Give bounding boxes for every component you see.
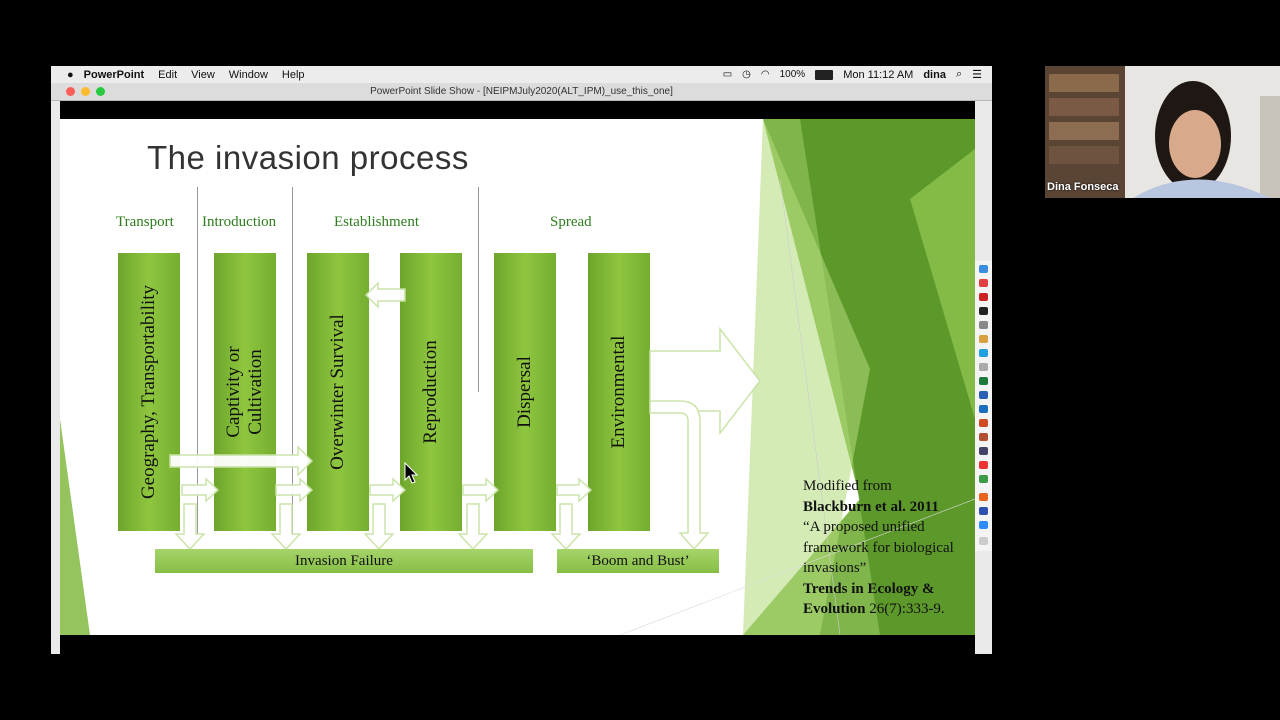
citation-journal: Trends in Ecology & Evolution 26(7):333-… — [803, 580, 945, 618]
stage-divider — [197, 187, 198, 537]
app-icon[interactable] — [979, 433, 988, 441]
slide-background-decoration — [60, 119, 975, 635]
window-title: PowerPoint Slide Show - [NEIPMJuly2020(A… — [370, 86, 673, 97]
slide-show-area: The invasion process Transport Introduct… — [51, 101, 992, 654]
invasion-failure-bar: Invasion Failure — [155, 549, 533, 573]
spotlight-search-icon[interactable]: ⌕ — [955, 68, 963, 80]
bar-overwinter: Overwinter Survival — [307, 253, 369, 531]
notification-center-icon[interactable]: ☰ — [972, 69, 982, 81]
stage-divider — [292, 187, 293, 537]
chrome-icon[interactable] — [979, 475, 988, 483]
bar-geography: Geography, Transportability — [118, 253, 180, 531]
zoom-window-button[interactable] — [96, 87, 105, 96]
stage-transport: Transport — [116, 214, 174, 230]
trash-icon[interactable] — [979, 537, 988, 545]
battery-percent[interactable]: 100% — [779, 69, 806, 80]
menu-edit[interactable]: Edit — [158, 68, 178, 81]
menu-view[interactable]: View — [191, 68, 215, 81]
powerpoint-window: ● PowerPoint Edit View Window Help ▭ ◷ ◠… — [51, 66, 992, 654]
terminal-icon[interactable] — [979, 307, 988, 315]
airplay-icon[interactable]: ▭ — [722, 69, 733, 80]
bar-label: Dispersal — [514, 356, 535, 428]
app-icon[interactable] — [979, 461, 988, 469]
menu-app-powerpoint[interactable]: PowerPoint — [83, 68, 145, 81]
bar-environmental: Environmental — [588, 253, 650, 531]
mouse-cursor-icon — [404, 462, 418, 484]
stage-divider — [478, 187, 479, 392]
apple-icon[interactable]: ● — [67, 68, 74, 81]
menu-bar: ● PowerPoint Edit View Window Help ▭ ◷ ◠… — [51, 66, 992, 83]
word-icon[interactable] — [979, 391, 988, 399]
outlook-icon[interactable] — [979, 405, 988, 413]
clock[interactable]: Mon 11:12 AM — [843, 68, 914, 81]
stage-establishment: Establishment — [334, 214, 419, 230]
bar-captivity: Captivity or Cultivation — [214, 253, 276, 531]
app-icon[interactable] — [979, 363, 988, 371]
time-machine-icon[interactable]: ◷ — [742, 69, 751, 80]
battery-icon[interactable] — [815, 69, 834, 80]
boom-and-bust-bar: ‘Boom and Bust’ — [557, 549, 719, 573]
webcam-video[interactable]: Dina Fonseca — [1045, 66, 1280, 198]
bar-dispersal: Dispersal — [494, 253, 556, 531]
citation-intro: Modified from — [803, 478, 892, 494]
bar-label: Overwinter Survival — [327, 314, 348, 470]
bar-reproduction: Reproduction — [400, 253, 462, 531]
app-icon[interactable] — [979, 507, 988, 515]
window-title-bar: PowerPoint Slide Show - [NEIPMJuly2020(A… — [51, 83, 992, 101]
firefox-icon[interactable] — [979, 493, 988, 501]
stage-introduction: Introduction — [202, 214, 277, 230]
stage-spread: Spread — [550, 214, 592, 230]
slide-title: The invasion process — [147, 139, 469, 176]
webcam-picture — [1045, 66, 1280, 198]
zoom-icon[interactable] — [979, 521, 988, 529]
minimize-window-button[interactable] — [81, 87, 90, 96]
slide[interactable]: The invasion process Transport Introduct… — [60, 119, 975, 635]
bar-label: Geography, Transportability — [138, 284, 159, 500]
bar-label: Reproduction — [420, 340, 441, 444]
participant-name: Dina Fonseca — [1047, 181, 1119, 193]
wifi-icon[interactable]: ◠ — [760, 69, 770, 80]
app-icon[interactable] — [979, 447, 988, 455]
powerpoint-icon[interactable] — [979, 419, 988, 427]
bar-label: Captivity or Cultivation — [223, 346, 266, 438]
app-icon-strip — [975, 261, 992, 551]
letterbox-bottom — [60, 635, 975, 654]
app-icon[interactable] — [979, 335, 988, 343]
app-icon[interactable] — [979, 279, 988, 287]
close-window-button[interactable] — [66, 87, 75, 96]
excel-icon[interactable] — [979, 377, 988, 385]
app-icon[interactable] — [979, 321, 988, 329]
user-name[interactable]: dina — [923, 68, 946, 81]
bar-label: Environmental — [608, 335, 629, 449]
menu-window[interactable]: Window — [228, 68, 268, 81]
skype-icon[interactable] — [979, 349, 988, 357]
citation-author: Blackburn et al. 2011 — [803, 498, 939, 515]
finder-icon[interactable] — [979, 265, 988, 273]
letterbox-top — [60, 101, 975, 119]
menu-help[interactable]: Help — [281, 68, 305, 81]
acrobat-icon[interactable] — [979, 293, 988, 301]
citation-title: “A proposed unified framework for biolog… — [803, 519, 954, 576]
citation: Modified from Blackburn et al. 2011 “A p… — [803, 476, 973, 620]
